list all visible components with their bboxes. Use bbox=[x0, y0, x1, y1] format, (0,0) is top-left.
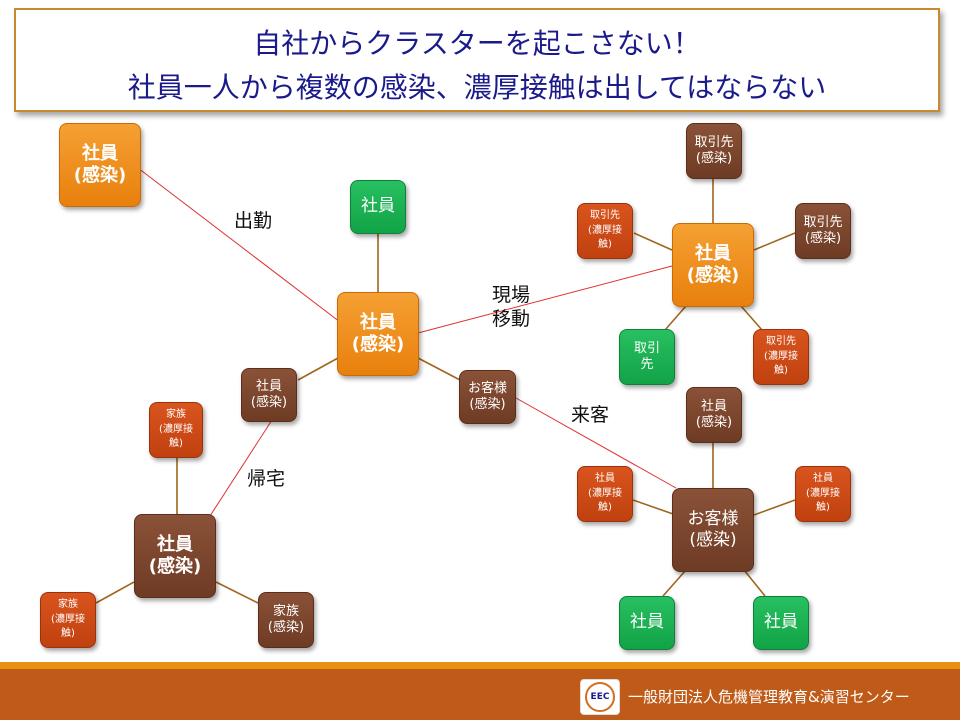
node-employee-near-customer: 社員 (感染) bbox=[686, 387, 742, 443]
node-client-left: 取引先 (濃厚接 触) bbox=[577, 203, 633, 259]
label-site-move: 現場 移動 bbox=[492, 284, 530, 332]
node-employee-top-left: 社員 (感染) bbox=[59, 123, 141, 207]
node-employee-green-top: 社員 bbox=[350, 180, 406, 234]
footer-accent-bar bbox=[0, 662, 960, 669]
label-site-move-line1: 現場 bbox=[492, 284, 531, 306]
node-client-top: 取引先 (感染) bbox=[686, 123, 742, 179]
line-site-client-br bbox=[740, 305, 763, 331]
line-commute bbox=[137, 167, 341, 323]
node-employee-site: 社員 (感染) bbox=[672, 223, 754, 307]
node-client-right: 取引先 (感染) bbox=[795, 203, 851, 259]
line-site-client-left bbox=[633, 232, 673, 251]
node-employee-center: 社員 (感染) bbox=[337, 292, 419, 376]
node-employee-contact-left: 社員 (濃厚接 触) bbox=[577, 466, 633, 522]
label-commute: 出勤 bbox=[234, 210, 273, 232]
node-employee-small: 社員 (感染) bbox=[241, 368, 297, 422]
line-site-client-right bbox=[753, 232, 796, 251]
label-return-home: 帰宅 bbox=[247, 468, 286, 490]
line-home-family-infected bbox=[215, 581, 259, 604]
line-visit bbox=[515, 397, 677, 489]
line-return-home bbox=[209, 419, 273, 517]
title-box: 自社からクラスターを起こさない！ 社員一人から複数の感染、濃厚接触は出してはなら… bbox=[14, 8, 940, 112]
node-family-left: 家族 (濃厚接 触) bbox=[40, 592, 96, 648]
node-client-green: 取引 先 bbox=[619, 329, 675, 385]
logo-emblem: EEC bbox=[585, 682, 615, 712]
line-site-move bbox=[417, 265, 673, 334]
line-cust-contact-right bbox=[753, 499, 796, 516]
node-customer-big: お客様 (感染) bbox=[672, 488, 754, 572]
node-employee-home: 社員 (感染) bbox=[134, 514, 216, 598]
node-employee-contact-right: 社員 (濃厚接 触) bbox=[795, 466, 851, 522]
footer-bar bbox=[0, 669, 960, 720]
node-employee-green-br: 社員 bbox=[753, 596, 809, 650]
node-family-infected: 家族 (感染) bbox=[258, 592, 314, 648]
footer-organization-name: 一般財団法人危機管理教育&演習センター bbox=[628, 688, 910, 706]
title-line-1: 自社からクラスターを起こさない！ bbox=[253, 27, 701, 60]
organization-logo: EEC bbox=[580, 679, 620, 715]
line-cust-contact-left bbox=[632, 499, 677, 516]
line-cust-green-left bbox=[662, 569, 687, 597]
line-site-client-green bbox=[664, 305, 687, 331]
line-home-family-left bbox=[95, 581, 135, 604]
line-center-customer-small bbox=[417, 357, 461, 381]
line-cust-green-right bbox=[743, 569, 766, 597]
node-client-bottom-right: 取引先 (濃厚接 触) bbox=[753, 329, 809, 385]
node-family-top: 家族 (濃厚接 触) bbox=[149, 402, 203, 458]
title-line-2: 社員一人から複数の感染、濃厚接触は出してはならない bbox=[127, 71, 827, 104]
node-employee-green-bl: 社員 bbox=[619, 596, 675, 650]
label-visit: 来客 bbox=[571, 404, 610, 426]
line-center-employee-small bbox=[297, 357, 339, 381]
node-customer-small: お客様 (感染) bbox=[459, 370, 516, 424]
label-site-move-line2: 移動 bbox=[492, 307, 531, 330]
